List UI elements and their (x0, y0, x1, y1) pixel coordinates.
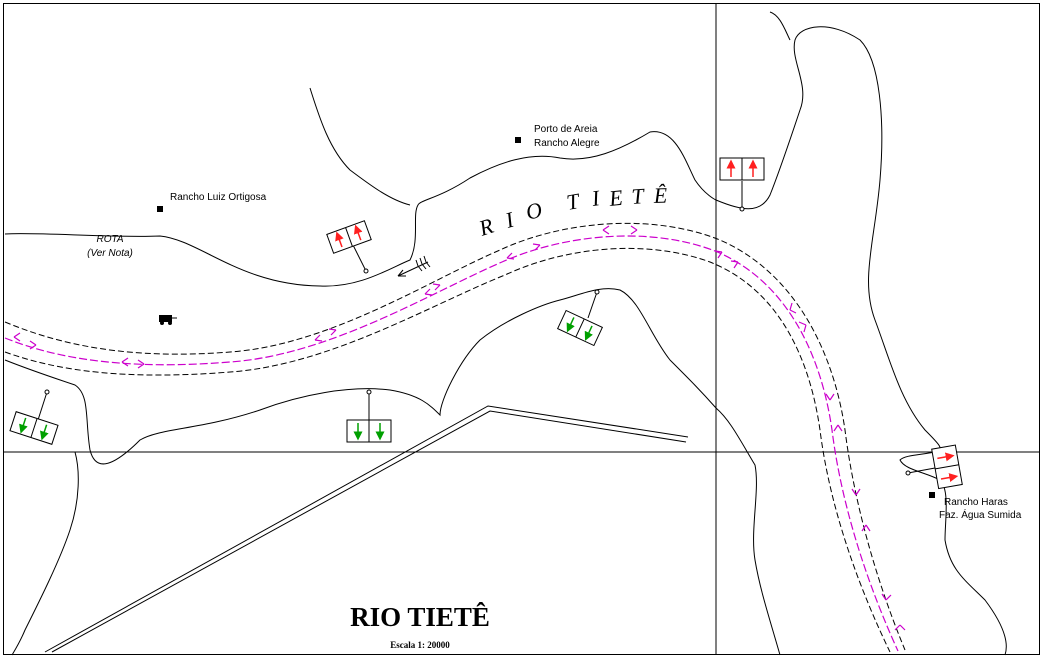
east-shoreline (715, 26, 1007, 656)
map-scale: Escala 1: 20000 (390, 640, 450, 650)
vehicle-icon (159, 315, 177, 325)
river-letter: I (502, 206, 519, 233)
buoy-sign-icon (9, 389, 59, 445)
place-marker-icon (157, 206, 163, 212)
place-label-line2: Rancho Alegre (534, 138, 600, 149)
place-label: Rancho Haras (944, 497, 1008, 508)
river-letter: T (631, 183, 647, 209)
buoy-sign-icon (346, 389, 392, 443)
river-letter: O (523, 197, 545, 225)
river-letter: I (589, 185, 602, 211)
road-edge (51, 410, 687, 653)
river-name: R I O T I E T Ê (475, 183, 668, 242)
river-letter: Ê (652, 183, 668, 209)
channel-edge-south (4, 247, 891, 653)
east-shoreline-top (769, 11, 791, 41)
north-shoreline-inlet (309, 87, 411, 206)
buoy-sign-icon (719, 157, 765, 212)
south-shoreline (4, 288, 781, 656)
south-shoreline-west (11, 451, 79, 656)
place-label: Porto de Areia (534, 124, 598, 135)
map-frame (3, 3, 1040, 655)
channel-edge-north (4, 222, 906, 651)
buoy-sign-icon (556, 289, 604, 347)
place-label: Rancho Luiz Ortigosa (170, 192, 267, 203)
route-note: (Ver Nota) (87, 248, 133, 259)
route-arrows (13, 225, 906, 631)
place-label-line2: Faz. Água Sumida (939, 510, 1022, 521)
buoy-sign-icon (905, 444, 963, 490)
river-letter: T (565, 188, 583, 215)
route-label: ROTA (96, 234, 124, 245)
road (44, 405, 689, 653)
north-shoreline (4, 131, 717, 287)
place-marker-icon (929, 492, 935, 498)
map-title: RIO TIETÊ (350, 602, 490, 632)
place-marker-icon (515, 137, 521, 143)
north-arrow-icon (397, 255, 431, 277)
buoy-sign-icon (326, 220, 372, 274)
river-letter: E (607, 185, 625, 211)
river-letter: R (475, 213, 497, 241)
